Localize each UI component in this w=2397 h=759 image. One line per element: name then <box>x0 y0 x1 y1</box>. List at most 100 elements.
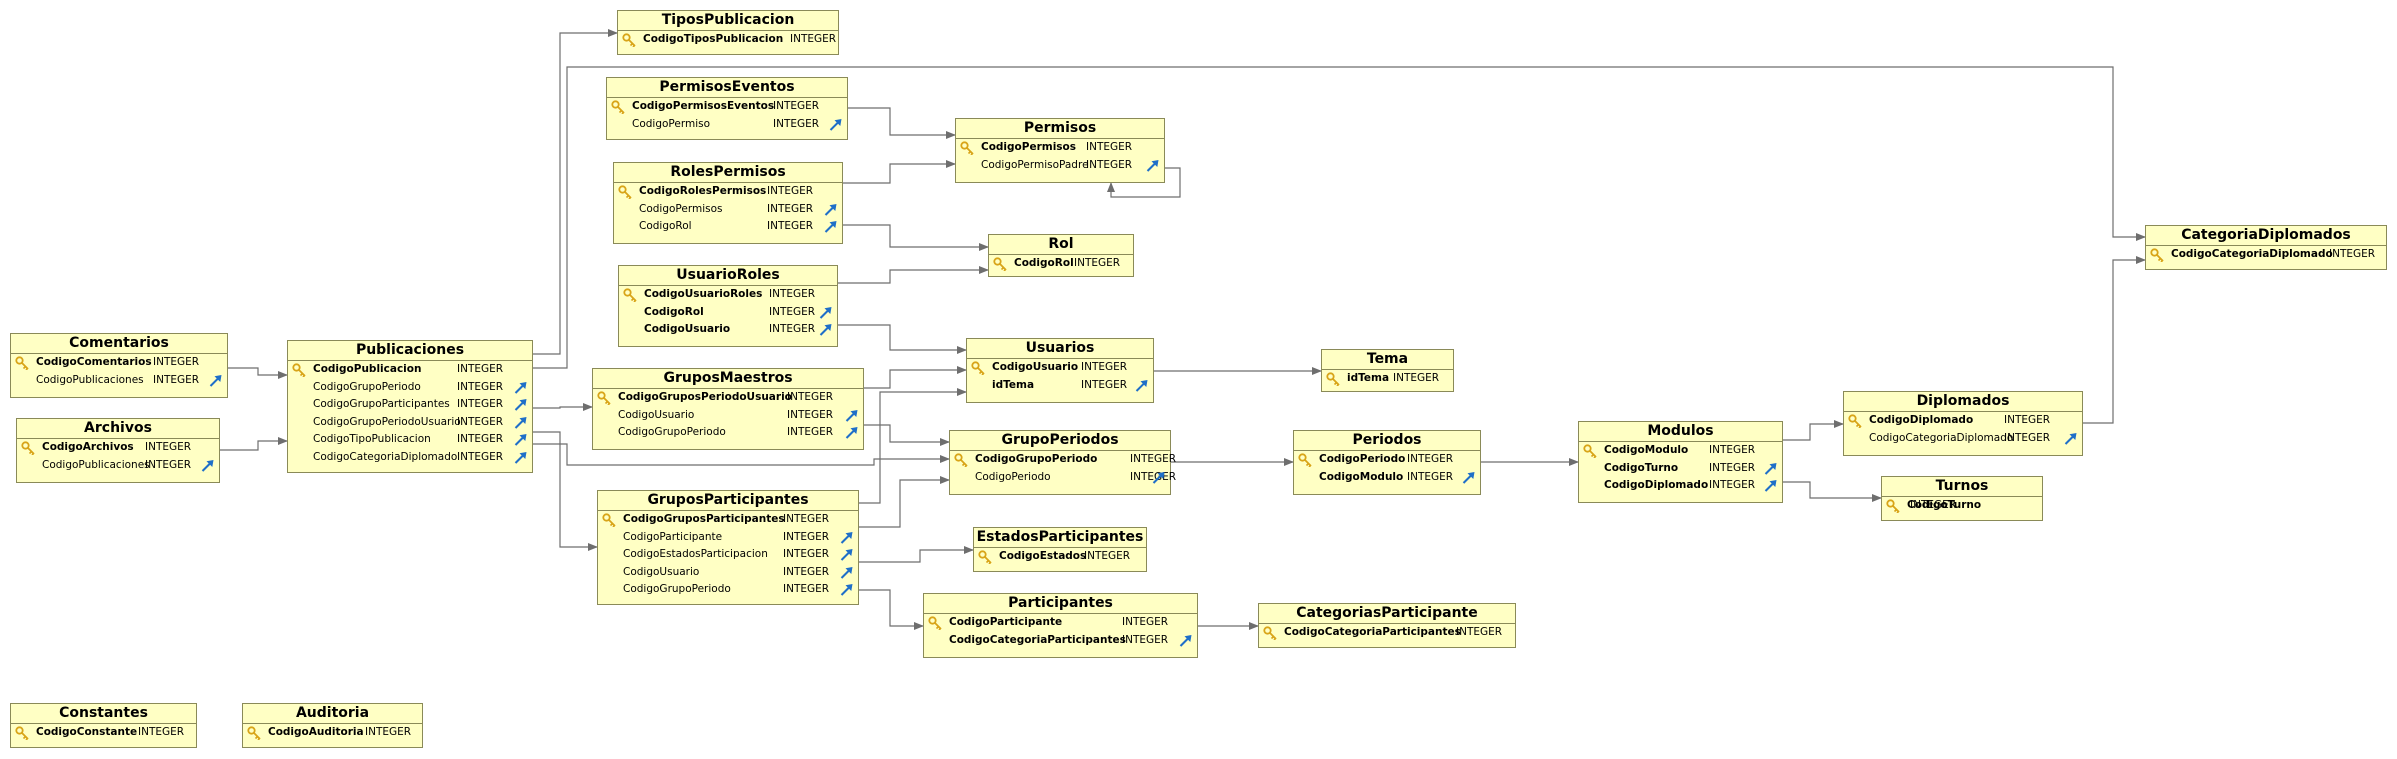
relationship-permisoseventos-permisos[interactable] <box>848 107 956 139</box>
foreign-key-arrow-icon <box>824 221 837 233</box>
relationship-gruposparticipantes-estadosparticipantes[interactable] <box>859 546 974 563</box>
relationship-archivos-publicaciones[interactable] <box>220 437 288 451</box>
relationship-gruposmaestros-usuarios[interactable] <box>864 366 967 389</box>
relationship-comentarios-publicaciones[interactable] <box>228 367 288 379</box>
relationship-gruposparticipantes-grupoperiodos[interactable] <box>859 476 950 528</box>
relationship-modulos-diplomados[interactable] <box>1783 420 1844 441</box>
relationship-publicaciones-gruposparticipantes[interactable] <box>533 431 598 551</box>
relationship-rolespermisos-rol[interactable] <box>843 224 989 251</box>
relationship-gruposparticipantes-usuarios[interactable] <box>859 388 967 504</box>
field-type: INTEGER <box>457 433 504 445</box>
relationship-usuarioroles-usuarios[interactable] <box>838 324 967 354</box>
relationship-publicaciones-grupoperiodos[interactable] <box>533 443 950 466</box>
relationship-gruposparticipantes-participantes[interactable] <box>859 589 924 630</box>
relationship-usuarioroles-rol[interactable] <box>838 266 989 284</box>
relationship-publicaciones-gruposmaestros[interactable] <box>533 403 593 411</box>
relationship-diplomados-categoriadiplomados[interactable] <box>2083 256 2146 424</box>
relationship-modulos-turnos[interactable] <box>1783 481 1882 502</box>
relationship-rolespermisos-permisos[interactable] <box>843 160 956 184</box>
field-type: INTEGER <box>1086 141 1133 153</box>
relationship-gruposmaestros-grupoperiodos[interactable] <box>864 424 950 446</box>
relationship-publicaciones-tipospublicacion[interactable] <box>533 29 618 355</box>
relationship-publicaciones-categoriadiplomados[interactable] <box>533 66 2146 369</box>
relationship-permisos-self[interactable] <box>1107 167 1181 198</box>
entity-title: PermisosEventos <box>607 78 847 98</box>
